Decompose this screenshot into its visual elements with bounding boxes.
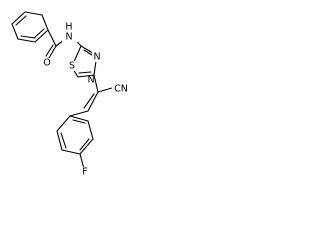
chemical-structure: O N H S N N CN F: [11, 11, 128, 178]
acrylonitrile-group: [83, 74, 113, 112]
atom-label-sulfur: S: [69, 61, 75, 72]
atom-label-amide-nitrogen: N: [65, 32, 72, 43]
atom-label-fluorine: F: [82, 167, 87, 178]
atom-label-nitrile: CN: [114, 84, 128, 95]
atom-label-oxygen: O: [43, 58, 50, 69]
carbonyl-group: [45, 29, 65, 59]
atom-label-thiadiazole-nitrogen-2: N: [87, 75, 94, 86]
benzoyl-ring: [11, 11, 49, 43]
atom-label-thiadiazole-nitrogen-1: N: [93, 52, 100, 63]
atom-label-amide-hydrogen: H: [65, 22, 72, 33]
fluorophenyl-ring: [56, 110, 94, 170]
thiadiazole-ring: [72, 45, 97, 78]
